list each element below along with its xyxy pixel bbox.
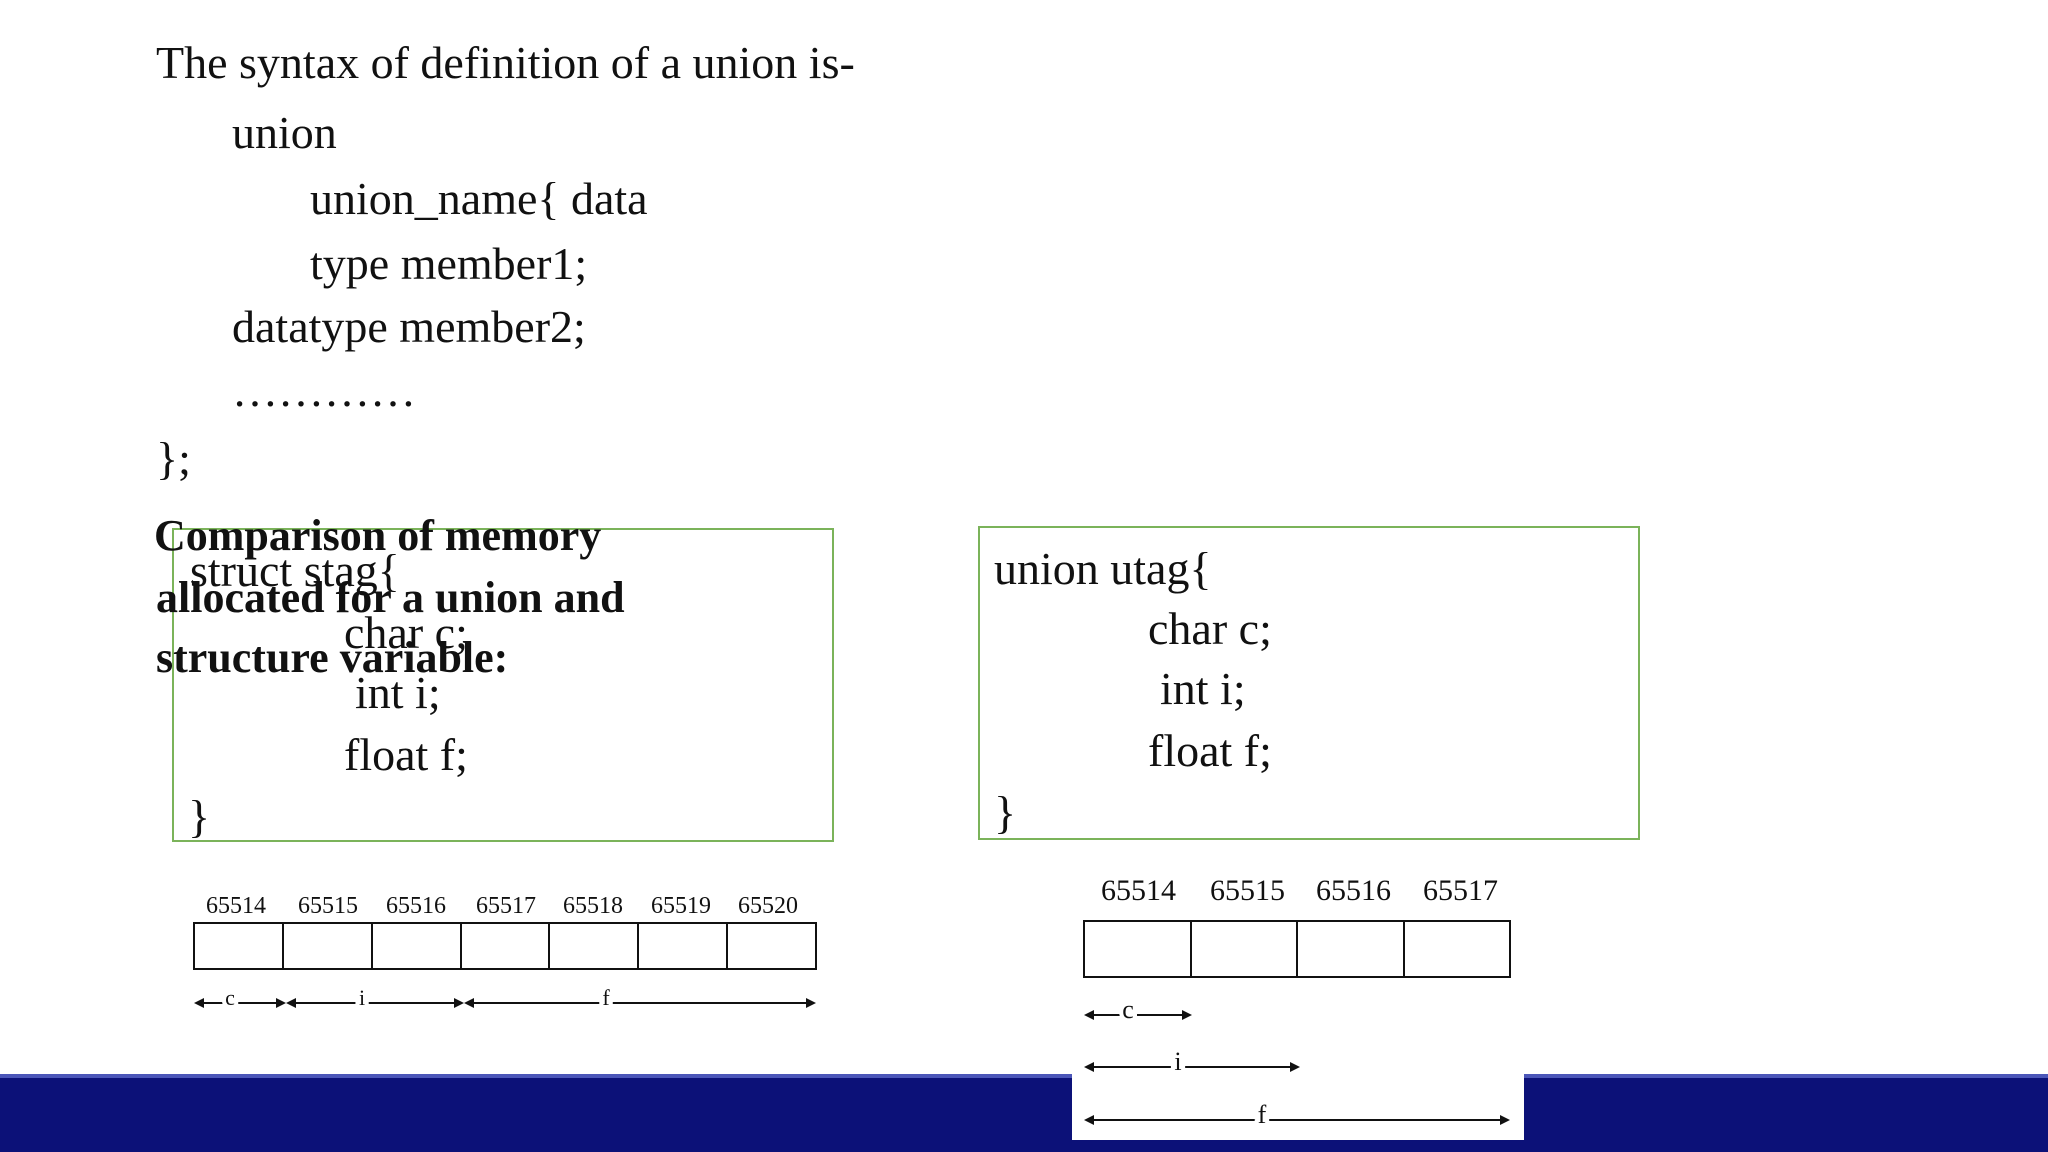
struct-span-f-label: f: [602, 985, 610, 1010]
struct-span-c-label: c: [225, 985, 235, 1010]
memory-cell: [550, 924, 640, 968]
union-address-label: 65516: [1316, 874, 1391, 907]
comparison-heading-line: allocated for a union and: [156, 573, 625, 622]
syntax-line: };: [156, 433, 191, 484]
union-code-line: }: [994, 787, 1017, 838]
struct-code-line: float f;: [344, 729, 468, 780]
union-diagram-backdrop: [1072, 1072, 1524, 1140]
memory-cell: [639, 924, 729, 968]
syntax-heading: The syntax of definition of a union is-: [156, 37, 855, 88]
union-address-label: 65514: [1101, 874, 1176, 907]
syntax-line: type member1;: [310, 238, 588, 289]
union-span-i-label: i: [1174, 1047, 1181, 1076]
union-span-f-label: f: [1258, 1100, 1267, 1129]
struct-address-label: 65517: [476, 893, 536, 919]
struct-address-label: 65519: [651, 893, 711, 919]
struct-address-label: 65518: [563, 893, 623, 919]
struct-address-label: 65520: [738, 893, 798, 919]
union-code-line: float f;: [1148, 725, 1272, 776]
memory-cell: [284, 924, 373, 968]
memory-cell: [1298, 922, 1405, 976]
struct-code-line: }: [188, 791, 211, 842]
footer-bar-edge: [0, 1074, 2048, 1078]
struct-address-label: 65515: [298, 893, 358, 919]
union-address-label: 65517: [1423, 874, 1498, 907]
memory-cell: [462, 924, 551, 968]
syntax-line: union: [232, 107, 337, 158]
memory-cell: [195, 924, 284, 968]
union-code-box: [978, 526, 1640, 840]
struct-address-label: 65516: [386, 893, 446, 919]
struct-code-line: char c;: [344, 607, 468, 658]
union-memory-cells: [1083, 920, 1511, 978]
syntax-line: datatype member2;: [232, 301, 586, 352]
struct-address-label: 65514: [206, 893, 266, 919]
union-address-label: 65515: [1210, 874, 1285, 907]
syntax-line: union_name{ data: [310, 173, 648, 224]
struct-span-i-label: i: [359, 985, 365, 1010]
memory-cell: [1192, 922, 1298, 976]
union-code-line: char c;: [1148, 603, 1272, 654]
union-code-line: union utag{: [994, 543, 1212, 594]
memory-cell: [1085, 922, 1192, 976]
struct-memory-cells: [193, 922, 817, 970]
union-code-line: int i;: [1160, 663, 1246, 714]
syntax-line: …………: [232, 365, 416, 416]
footer-bar: [0, 1074, 2048, 1152]
struct-code-line: int i;: [355, 667, 441, 718]
comparison-heading-line: structure variable:: [156, 633, 509, 682]
memory-cell: [373, 924, 462, 968]
struct-code-box: [172, 528, 834, 842]
struct-code-line: struct stag{: [190, 545, 400, 596]
union-span-c-label: c: [1122, 995, 1134, 1024]
comparison-heading-line: Comparison of memory: [154, 511, 602, 560]
